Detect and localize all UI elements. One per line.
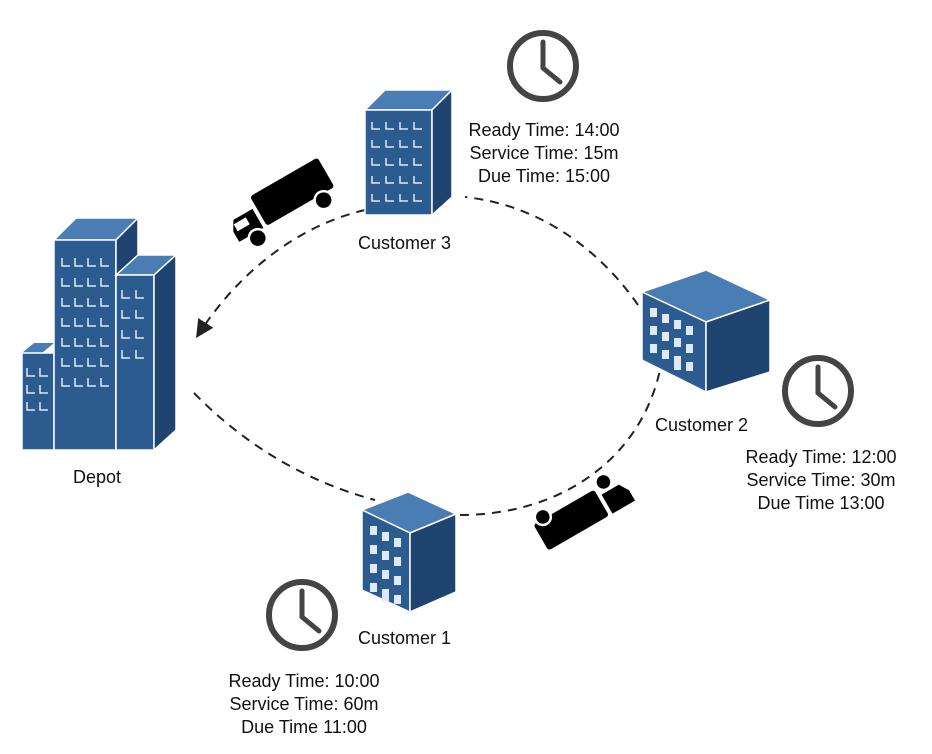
customer3-label: Customer 3 [358,233,452,253]
customer1-due-time: Due Time 11:00 [241,717,367,737]
customer2-service-time: Service Time: 30m [746,470,896,490]
customer2-building-icon [640,269,772,394]
customer2-time-window: Ready Time: 12:00 Service Time: 30m Due … [732,446,910,515]
customer1-service-time: Service Time: 60m [229,694,379,714]
customer3-time-window: Ready Time: 14:00 Service Time: 15m Due … [455,119,633,188]
clock-icon [782,355,854,427]
customer3-building-icon [363,88,454,217]
customer2-due-time: Due Time 13:00 [757,493,885,513]
clock-icon [507,30,579,102]
route-customer3-to-depot [196,209,366,339]
route-customer2-to-customer3 [464,196,639,306]
customer1-label: Customer 1 [358,628,452,648]
depot-label: Depot [73,467,122,487]
truck-icon [233,158,334,249]
depot-building-icon [21,216,178,452]
customer3-service-time: Service Time: 15m [469,143,619,163]
customer3-ready-time: Ready Time: 14:00 [468,120,620,140]
customer2-label: Customer 2 [655,415,749,435]
customer2-ready-time: Ready Time: 12:00 [745,447,897,467]
route-depot-to-customer1 [193,392,376,501]
customer1-building-icon [360,491,458,614]
customer3-due-time: Due Time: 15:00 [477,166,611,186]
route-customer1-to-customer2 [459,369,661,516]
customer1-time-window: Ready Time: 10:00 Service Time: 60m Due … [213,670,395,739]
clock-icon [266,579,338,651]
route [193,196,661,516]
customer1-ready-time: Ready Time: 10:00 [228,671,380,691]
truck-icon [533,472,636,550]
